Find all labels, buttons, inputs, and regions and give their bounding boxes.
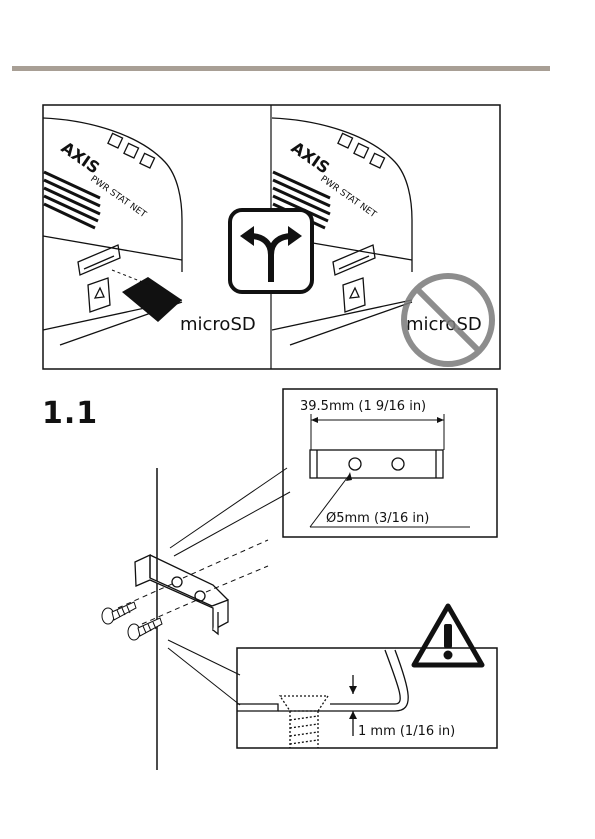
choice-arrows-icon	[230, 210, 312, 292]
hole-diameter-label: Ø5mm (3/16 in)	[326, 511, 429, 526]
step-number: 1.1	[42, 396, 98, 431]
axis-logo-right: AXIS	[288, 138, 333, 178]
bracket	[135, 555, 228, 634]
warning-icon	[414, 606, 482, 665]
microsd-label: microSD	[180, 314, 256, 335]
axis-logo-left: AXIS	[58, 138, 103, 178]
screw-icon	[102, 602, 136, 624]
protrusion-label: 1 mm (1/16 in)	[358, 724, 455, 739]
hole-spacing-label: 39.5mm (1 9/16 in)	[300, 399, 426, 414]
